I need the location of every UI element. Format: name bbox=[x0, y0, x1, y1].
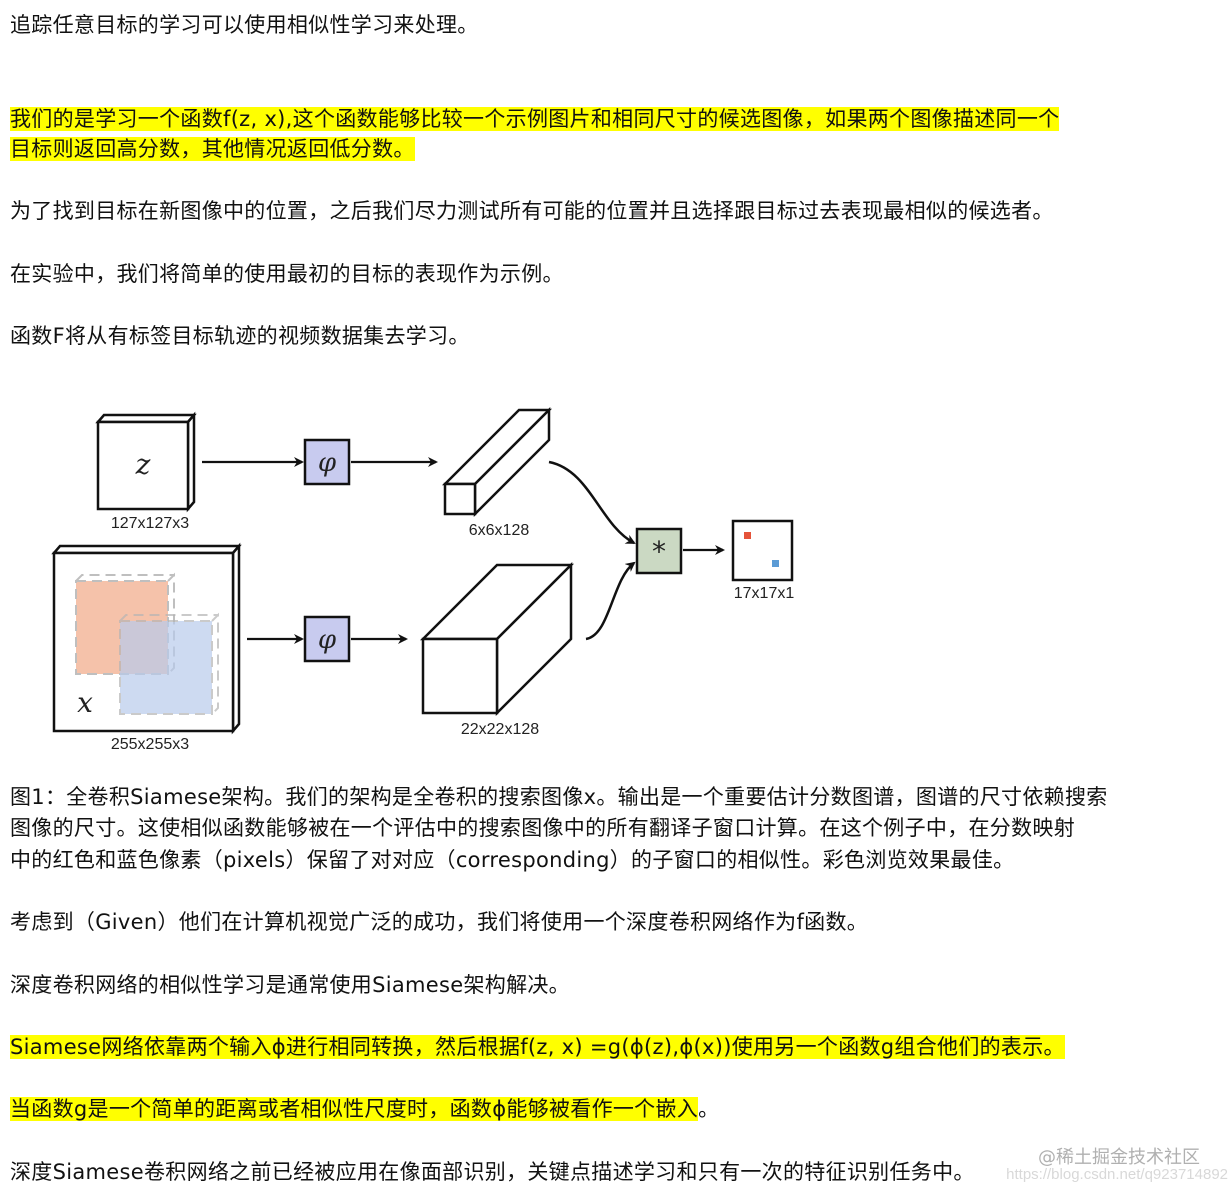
exemplar-feature-map bbox=[441, 406, 553, 518]
embedding-function-phi-bottom: φ bbox=[303, 615, 351, 663]
highlighted-text: Siamese网络依靠两个输入ϕ进行相同转换，然后根据f(z, x) =g(ϕ(… bbox=[10, 1035, 1065, 1059]
blue-pixel bbox=[772, 560, 779, 567]
paragraph-experiment: 在实验中，我们将简单的使用最初的目标的表现作为示例。 bbox=[10, 259, 564, 289]
phi-symbol: φ bbox=[318, 625, 337, 655]
paragraph-tail: 。 bbox=[698, 1097, 720, 1121]
exemplar-size-label: 127x127x3 bbox=[111, 515, 189, 532]
blue-subwindow bbox=[119, 612, 219, 715]
search-feature-size-label: 22x22x128 bbox=[461, 721, 539, 738]
paragraph-prior-applications: 深度Siamese卷积网络之前已经被应用在像面部识别，关键点描述学习和只有一次的… bbox=[10, 1157, 975, 1187]
search-variable-label: x bbox=[77, 686, 93, 719]
highlighted-text: 我们的是学习一个函数f(z, x),这个函数能够比较一个示例图片和相同尺寸的候选… bbox=[10, 107, 1060, 131]
paragraph-text: 深度Siamese卷积网络之前已经被应用在像面部识别，关键点描述学习和只有一次的… bbox=[10, 1160, 975, 1184]
search-image-x: x bbox=[51, 542, 242, 735]
highlighted-text: 当函数g是一个简单的距离或者相似性尺度时，函数ϕ能够被看作一个嵌入 bbox=[10, 1097, 699, 1121]
watermark-brand: @稀土掘金技术社区 bbox=[1038, 1147, 1200, 1168]
paragraph-function-definition-line2: 目标则返回高分数，其他情况返回低分数。 bbox=[10, 134, 415, 164]
paragraph-embedding: 当函数g是一个简单的距离或者相似性尺度时，函数ϕ能够被看作一个嵌入。 bbox=[10, 1094, 719, 1124]
paragraph-text: 考虑到（Given）他们在计算机视觉广泛的成功，我们将使用一个深度卷积网络作为f… bbox=[10, 910, 869, 934]
curved-arrow-icon bbox=[548, 460, 636, 545]
curved-arrow-icon bbox=[585, 561, 636, 641]
search-feature-map bbox=[419, 561, 575, 717]
paragraph-text: 深度卷积网络的相似性学习是通常使用Siamese架构解决。 bbox=[10, 973, 570, 997]
exemplar-image-z: z bbox=[95, 411, 197, 513]
caption-text: 中的红色和蓝色像素（pixels）保留了对对应（corresponding）的子… bbox=[10, 848, 1015, 872]
paragraph-siamese-solution: 深度卷积网络的相似性学习是通常使用Siamese架构解决。 bbox=[10, 970, 570, 1000]
search-size-label: 255x255x3 bbox=[111, 736, 189, 753]
phi-symbol: φ bbox=[318, 448, 337, 478]
paragraph-localization: 为了找到目标在新图像中的位置，之后我们尽力测试所有可能的位置并且选择跟目标过去表… bbox=[10, 196, 1054, 226]
figure-caption-line3: 中的红色和蓝色像素（pixels）保留了对对应（corresponding）的子… bbox=[10, 845, 1014, 875]
cross-correlation-operator: * bbox=[635, 527, 683, 575]
siamese-architecture-figure: z 127x127x3 φ 6x6x128 bbox=[0, 395, 820, 755]
paragraph-text: 在实验中，我们将简单的使用最初的目标的表现作为示例。 bbox=[10, 262, 564, 286]
paragraph-text: 为了找到目标在新图像中的位置，之后我们尽力测试所有可能的位置并且选择跟目标过去表… bbox=[10, 199, 1054, 223]
red-pixel bbox=[744, 532, 751, 539]
caption-text: 图像的尺寸。这使相似函数能够被在一个评估中的搜索图像中的所有翻译子窗口计算。在这… bbox=[10, 816, 1075, 840]
figure-caption-line2: 图像的尺寸。这使相似函数能够被在一个评估中的搜索图像中的所有翻译子窗口计算。在这… bbox=[10, 813, 1075, 843]
paragraph-training-data: 函数F将从有标签目标轨迹的视频数据集去学习。 bbox=[10, 321, 470, 351]
paragraph-text: 函数F将从有标签目标轨迹的视频数据集去学习。 bbox=[10, 324, 470, 348]
paragraph-deep-convnet: 考虑到（Given）他们在计算机视觉广泛的成功，我们将使用一个深度卷积网络作为f… bbox=[10, 907, 868, 937]
embedding-function-phi-top: φ bbox=[303, 438, 351, 486]
score-map-size-label: 17x17x1 bbox=[734, 585, 795, 602]
paragraph-function-definition-line1: 我们的是学习一个函数f(z, x),这个函数能够比较一个示例图片和相同尺寸的候选… bbox=[10, 104, 1060, 134]
figure-caption-line1: 图1：全卷积Siamese架构。我们的架构是全卷积的搜索图像x。输出是一个重要估… bbox=[10, 782, 1108, 812]
exemplar-variable-label: z bbox=[135, 448, 151, 481]
paragraph-siamese-transform: Siamese网络依靠两个输入ϕ进行相同转换，然后根据f(z, x) =g(ϕ(… bbox=[10, 1032, 1065, 1062]
score-map bbox=[731, 519, 794, 582]
exemplar-feature-size-label: 6x6x128 bbox=[469, 522, 530, 539]
paragraph-intro: 追踪任意目标的学习可以使用相似性学习来处理。 bbox=[10, 10, 479, 40]
caption-text: 图1：全卷积Siamese架构。我们的架构是全卷积的搜索图像x。输出是一个重要估… bbox=[10, 785, 1108, 809]
watermark-url: https://blog.csdn.net/q923714892 bbox=[1006, 1166, 1228, 1183]
paragraph-text: 追踪任意目标的学习可以使用相似性学习来处理。 bbox=[10, 13, 479, 37]
asterisk-symbol: * bbox=[652, 535, 666, 568]
highlighted-text: 目标则返回高分数，其他情况返回低分数。 bbox=[10, 137, 415, 161]
